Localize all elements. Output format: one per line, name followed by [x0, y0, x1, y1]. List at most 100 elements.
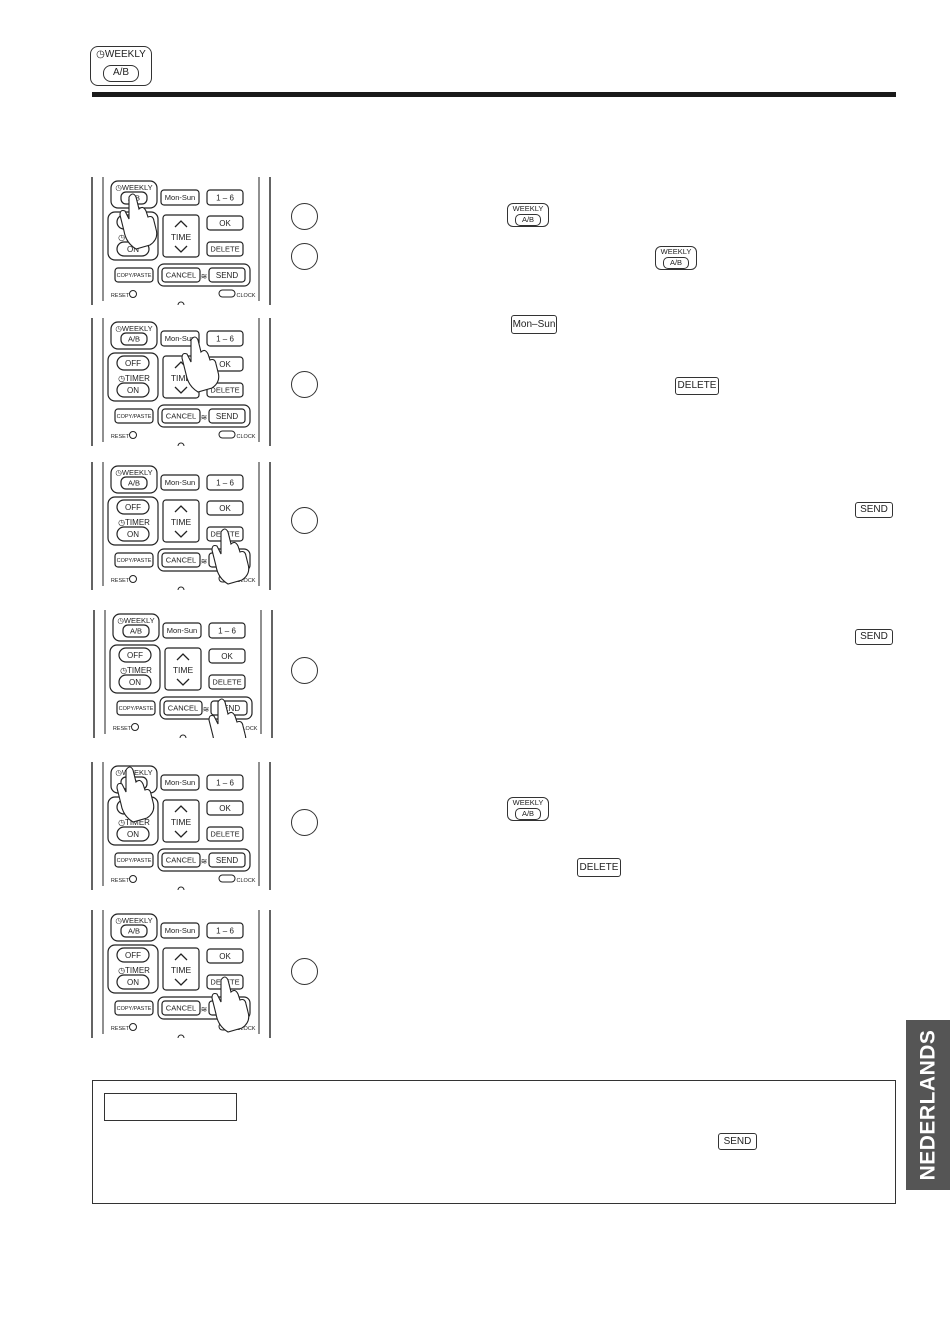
- remote-time-button: TIME: [162, 499, 200, 543]
- remote-clock-label: CLOCK: [237, 578, 256, 584]
- remote-send-button-label: SEND: [216, 412, 238, 421]
- remote-off-button: OFF: [116, 499, 150, 515]
- remote-time-label: TIME: [173, 665, 194, 675]
- remote-ok-button-label: OK: [219, 804, 231, 813]
- remote-weekly-label: ◷WEEKLY: [115, 916, 152, 925]
- remote-ok-button-label: OK: [219, 504, 231, 513]
- remote-cancel-button-label: CANCEL: [168, 704, 198, 713]
- step-circle-5: [291, 657, 318, 684]
- remote-delete-button-label: DELETE: [210, 830, 239, 839]
- remote-ok-button-label: OK: [219, 360, 231, 369]
- remote-cancel-button: CANCEL: [161, 267, 201, 283]
- remote-reset-label: RESET: [113, 726, 132, 732]
- remote-mon-sun-button-label: Mon-Sun: [165, 778, 195, 787]
- remote-one-six-button: 1 – 6: [206, 922, 244, 939]
- step-circle-4: [291, 507, 318, 534]
- remote-one-six-button: 1 – 6: [206, 774, 244, 791]
- remote-one-six-button-label: 1 – 6: [216, 334, 234, 343]
- remote-cancel-button: CANCEL: [161, 1000, 201, 1016]
- inline-weekly-button-3: WEEKLY A/B: [507, 797, 549, 821]
- remote-copy-paste-button: COPY/PASTE: [114, 552, 154, 568]
- remote-off-button-label: OFF: [125, 951, 141, 960]
- remote-copy-paste-button: COPY/PASTE: [114, 852, 154, 868]
- remote-ok-button: OK: [206, 948, 244, 964]
- remote-ab-button: A/B: [120, 924, 148, 938]
- remote-time-button: TIME: [164, 647, 202, 691]
- remote-timer-label: ◷TIMER: [118, 966, 150, 975]
- remote-copy-paste-button: COPY/PASTE: [116, 700, 156, 716]
- remote-clock-label: CLOCK: [237, 878, 256, 884]
- weekly-ab-header-icon: ◷WEEKLY A/B: [90, 46, 152, 86]
- remote-mon-sun-button: Mon-Sun: [160, 774, 200, 791]
- remote-off-button-label: OFF: [127, 651, 143, 660]
- remote-send-button: SEND: [208, 408, 246, 424]
- note-send-button: SEND: [718, 1133, 757, 1150]
- remote-on-button: ON: [118, 674, 152, 690]
- language-side-tab: NEDERLANDS: [906, 1020, 950, 1190]
- remote-cancel-button: CANCEL: [161, 552, 201, 568]
- remote-time-label: TIME: [171, 965, 192, 975]
- remote-send-button-label: SEND: [216, 856, 238, 865]
- remote-one-six-button-label: 1 – 6: [216, 778, 234, 787]
- remote-delete-button-label: DELETE: [212, 678, 241, 687]
- remote-delete-button-label: DELETE: [210, 386, 239, 395]
- remote-on-button-label: ON: [127, 386, 139, 395]
- remote-mon-sun-button: Mon-Sun: [162, 622, 202, 639]
- inline-send-button-1: SEND: [855, 502, 893, 518]
- remote-ok-button: OK: [206, 500, 244, 516]
- remote-on-button-label: ON: [127, 530, 139, 539]
- step-circle-1: [291, 203, 318, 230]
- remote-on-button: ON: [116, 974, 150, 990]
- remote-mon-sun-button: Mon-Sun: [160, 330, 200, 347]
- remote-ok-button-label: OK: [219, 219, 231, 228]
- remote-time-button: TIME: [162, 799, 200, 843]
- pointing-hand-icon: [119, 193, 158, 250]
- remote-one-six-button: 1 – 6: [206, 474, 244, 491]
- remote-send-button-label: SEND: [216, 271, 238, 280]
- remote-copy-paste-button-label: COPY/PASTE: [117, 1006, 152, 1012]
- remote-on-button: ON: [116, 826, 150, 842]
- remote-ab-button-label: A/B: [130, 627, 142, 636]
- remote-off-button: OFF: [116, 355, 150, 371]
- remote-timer-label: ◷TIMER: [118, 818, 150, 827]
- remote-ok-button-label: OK: [219, 952, 231, 961]
- remote-ab-button-label: A/B: [128, 927, 140, 936]
- remote-off-button: OFF: [118, 647, 152, 663]
- inline-send-button-2: SEND: [855, 629, 893, 645]
- remote-off-button-label: OFF: [125, 503, 141, 512]
- remote-mon-sun-button: Mon-Sun: [160, 922, 200, 939]
- inline-delete-button-2: DELETE: [577, 858, 621, 877]
- remote-ok-button: OK: [206, 800, 244, 816]
- pointing-hand-icon: [208, 698, 247, 738]
- remote-copy-paste-button-label: COPY/PASTE: [119, 706, 154, 712]
- remote-on-button-label: ON: [127, 245, 139, 254]
- remote-ab-button: A/B: [120, 332, 148, 346]
- remote-cancel-button-label: CANCEL: [166, 556, 196, 565]
- remote-clock-label: CLOCK: [237, 434, 256, 440]
- remote-delete-button: DELETE: [206, 826, 244, 842]
- remote-one-six-button-label: 1 – 6: [216, 926, 234, 935]
- remote-time-button: TIME: [162, 214, 200, 258]
- remote-mon-sun-button: Mon-Sun: [160, 474, 200, 491]
- pointing-hand-icon: [181, 336, 220, 393]
- remote-mon-sun-button-label: Mon-Sun: [165, 334, 195, 343]
- remote-one-six-button: 1 – 6: [208, 622, 246, 639]
- remote-send-button: SEND: [208, 267, 246, 283]
- remote-time-label: TIME: [171, 232, 192, 242]
- remote-weekly-label: ◷WEEKLY: [117, 616, 154, 625]
- header-rule: [92, 92, 896, 97]
- remote-cancel-button-label: CANCEL: [166, 271, 196, 280]
- inline-mon-sun-button: Mon–Sun: [511, 315, 557, 334]
- remote-time-label: TIME: [171, 373, 192, 383]
- remote-time-label: TIME: [171, 817, 192, 827]
- remote-ok-button-label: OK: [221, 652, 233, 661]
